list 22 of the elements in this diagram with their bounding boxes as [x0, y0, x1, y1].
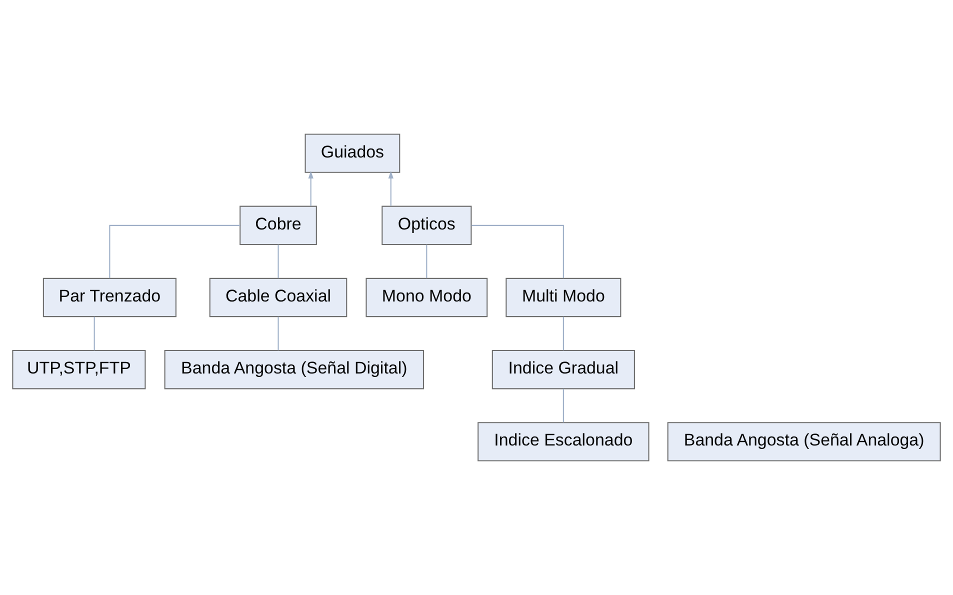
connector [471, 224, 564, 278]
node-box: Opticos [382, 206, 472, 246]
connector [109, 224, 240, 278]
node-box: Multi Modo [506, 278, 622, 318]
node-box: Guiados [304, 134, 400, 173]
connector [94, 316, 95, 350]
arrow [308, 171, 314, 206]
node-box: Cobre [240, 206, 317, 246]
connector [562, 388, 564, 422]
node-box: Indice Escalonado [478, 422, 650, 462]
node-box: Banda Angosta (Señal Analoga) [667, 422, 941, 462]
node-box: Indice Gradual [492, 350, 635, 390]
connector [278, 244, 279, 278]
connector [278, 316, 279, 350]
node-box: UTP,STP,FTP [12, 350, 146, 390]
node-box: Mono Modo [366, 278, 488, 318]
node-box: Cable Coaxial [209, 278, 348, 318]
connector [426, 244, 428, 278]
arrow [388, 171, 394, 206]
node-box: Par Trenzado [42, 278, 176, 318]
connector [562, 316, 564, 350]
node-box: Banda Angosta (Señal Digital) [164, 350, 424, 390]
